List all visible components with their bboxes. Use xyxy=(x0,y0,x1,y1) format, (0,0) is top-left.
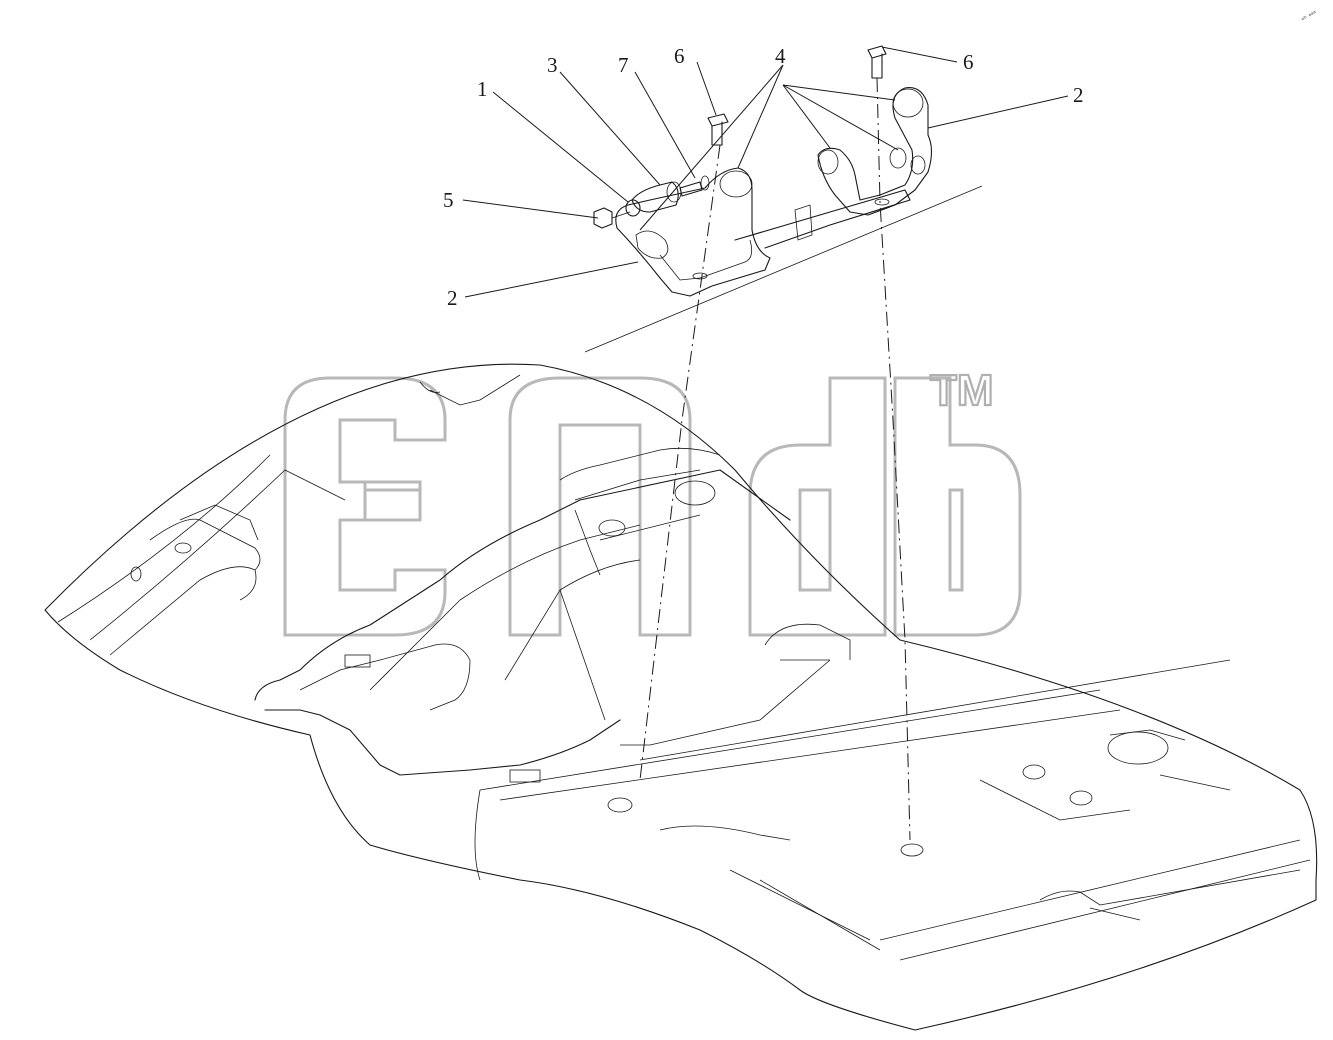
right-bracket xyxy=(817,87,933,216)
left-bracket xyxy=(615,167,771,297)
callout-2-right: 2 xyxy=(1073,83,1084,107)
leader-lines xyxy=(462,46,1069,298)
watermark-logo: TM xyxy=(283,365,1022,637)
callout-5: 5 xyxy=(443,188,454,212)
center-line-left xyxy=(639,144,721,781)
callout-3: 3 xyxy=(547,53,558,77)
callout-2-left: 2 xyxy=(447,286,458,310)
corner-mark: ᵉʰ ᵃᵃᵃ xyxy=(1300,9,1318,24)
callout-7: 7 xyxy=(618,53,629,77)
callout-1: 1 xyxy=(477,77,488,101)
callout-4: 4 xyxy=(775,44,786,68)
watermark-tm: TM xyxy=(930,366,994,415)
callout-6-right: 6 xyxy=(963,50,974,74)
callout-6-left: 6 xyxy=(674,44,685,68)
bracket-assembly xyxy=(593,45,933,297)
center-line-right xyxy=(876,77,911,841)
floor-panel xyxy=(44,363,1318,1031)
